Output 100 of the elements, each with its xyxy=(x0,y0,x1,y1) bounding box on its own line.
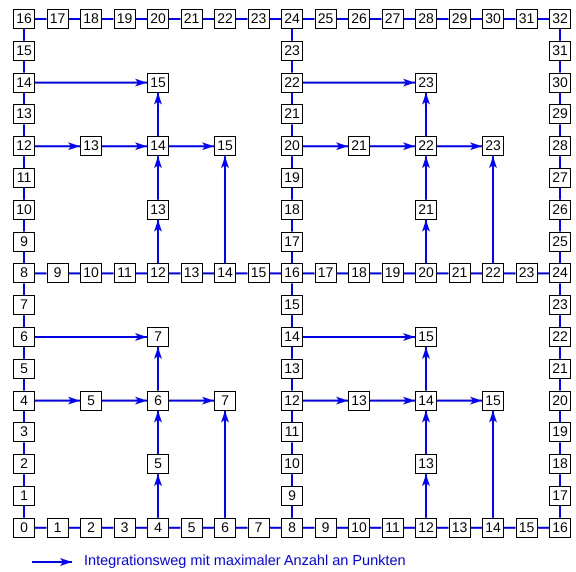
number-box: 15 xyxy=(415,327,437,347)
connector-line xyxy=(291,506,293,518)
number-box: 8 xyxy=(13,263,35,284)
number-box: 11 xyxy=(382,518,404,538)
number-box: 17 xyxy=(46,9,68,29)
connector-line xyxy=(236,18,248,20)
connector-line xyxy=(370,526,382,529)
connector-line xyxy=(291,410,293,422)
connector-line xyxy=(136,526,147,529)
number-box: 21 xyxy=(348,136,370,156)
number-box: 7 xyxy=(248,518,270,538)
connector-line xyxy=(303,526,314,529)
connector-line xyxy=(35,272,46,274)
number-box: 14 xyxy=(482,518,504,538)
connector-line xyxy=(202,18,214,20)
number-box: 20 xyxy=(281,136,303,156)
connector-line xyxy=(559,188,561,200)
number-box: 10 xyxy=(80,263,102,284)
connector-line xyxy=(23,506,25,518)
connector-line xyxy=(559,124,561,136)
arrow xyxy=(35,396,80,405)
connector-line xyxy=(336,526,348,529)
connector-line xyxy=(102,526,114,529)
number-box: 15 xyxy=(13,40,35,61)
connector-line xyxy=(23,188,25,200)
number-box: 23 xyxy=(281,40,303,61)
number-box: 14 xyxy=(415,390,437,411)
connector-line xyxy=(538,272,549,274)
connector-line xyxy=(291,124,293,136)
number-box: 22 xyxy=(415,136,437,156)
number-box: 10 xyxy=(13,200,35,220)
arrow xyxy=(102,142,147,150)
arrow xyxy=(35,142,80,150)
number-box: 19 xyxy=(114,9,136,29)
arrow xyxy=(221,156,229,264)
connector-line xyxy=(303,272,314,274)
connector-line xyxy=(23,92,25,104)
number-box: 27 xyxy=(549,168,571,188)
connector-line xyxy=(470,18,482,20)
number-box: 13 xyxy=(348,390,370,411)
number-box: 22 xyxy=(549,327,571,347)
arrow xyxy=(154,474,162,518)
connector-line xyxy=(291,252,293,264)
number-box: 21 xyxy=(415,200,437,220)
arrow xyxy=(422,92,430,136)
number-box: 3 xyxy=(13,422,35,442)
arrow xyxy=(221,410,229,518)
number-box: 29 xyxy=(549,104,571,124)
connector-line xyxy=(169,526,180,529)
number-box: 20 xyxy=(415,263,437,284)
number-box: 6 xyxy=(147,390,169,411)
connector-line xyxy=(559,92,561,104)
connector-line xyxy=(404,272,415,274)
number-box: 23 xyxy=(415,72,437,93)
arrow xyxy=(422,347,430,391)
connector-line xyxy=(23,442,25,454)
connector-line xyxy=(291,220,293,232)
number-box: 22 xyxy=(281,72,303,93)
connector-line xyxy=(270,526,281,529)
connector-line xyxy=(504,272,516,274)
arrow xyxy=(370,396,415,405)
connector-line xyxy=(136,18,147,20)
connector-line xyxy=(559,220,561,232)
connector-line xyxy=(23,220,25,232)
connector-line xyxy=(136,272,147,274)
legend-text: Integrationsweg mit maximaler Anzahl an Punkten xyxy=(84,553,406,569)
connector-line xyxy=(270,272,281,274)
connector-line xyxy=(336,272,348,274)
number-box: 9 xyxy=(13,232,35,252)
number-box: 4 xyxy=(13,390,35,411)
connector-line xyxy=(102,272,114,274)
connector-line xyxy=(291,60,293,73)
connector-line xyxy=(559,156,561,168)
connector-line xyxy=(291,29,293,41)
number-box: 13 xyxy=(415,454,437,474)
connector-line xyxy=(291,442,293,454)
connector-line xyxy=(559,378,561,391)
number-box: 18 xyxy=(281,200,303,220)
number-box: 15 xyxy=(147,72,169,93)
connector-line xyxy=(291,283,293,296)
number-box: 12 xyxy=(147,263,169,284)
number-box: 21 xyxy=(448,263,470,284)
connector-line xyxy=(559,315,561,327)
connector-line xyxy=(504,18,516,20)
arrow xyxy=(303,142,348,150)
connector-line xyxy=(559,474,561,486)
connector-line xyxy=(102,18,114,20)
number-box: 25 xyxy=(314,9,336,29)
number-box: 7 xyxy=(214,390,236,411)
number-box: 11 xyxy=(13,168,35,188)
number-box: 11 xyxy=(114,263,136,284)
number-box: 1 xyxy=(13,486,35,506)
connector-line xyxy=(291,188,293,200)
arrow xyxy=(102,396,147,405)
number-box: 17 xyxy=(314,263,336,284)
number-box: 5 xyxy=(80,390,102,411)
number-box: 22 xyxy=(482,263,504,284)
number-box: 3 xyxy=(114,518,136,538)
connector-line xyxy=(270,18,281,20)
connector-line xyxy=(68,18,80,20)
